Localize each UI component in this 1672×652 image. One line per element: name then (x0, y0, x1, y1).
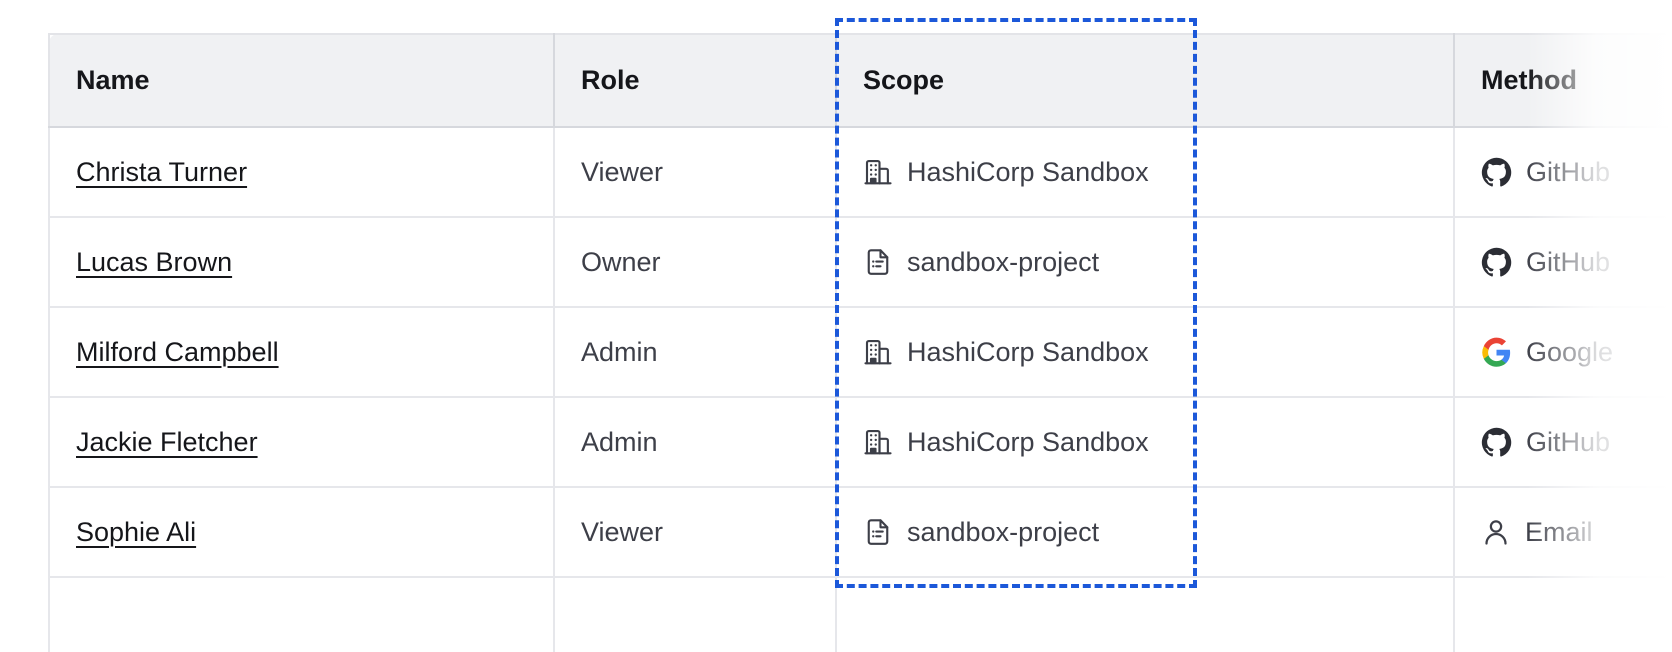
table-header: Name Role Scope Method (48, 33, 1672, 128)
cell-method: Email (1454, 487, 1672, 578)
member-name-link[interactable]: Christa Turner (76, 156, 248, 187)
cell-role: Viewer (554, 127, 837, 218)
role-label: Owner (581, 246, 661, 277)
scope-label: HashiCorp Sandbox (907, 336, 1149, 367)
cell-scope-partial (836, 577, 1455, 652)
org-building-icon (863, 157, 893, 187)
cell-name: Christa Turner (48, 127, 555, 218)
role-label: Viewer (581, 156, 664, 187)
github-icon (1481, 157, 1512, 188)
table-row: Milford Campbell Admin HashiCorp Sandbox Go… (48, 307, 1672, 398)
role-label: Admin (581, 336, 658, 367)
member-name-link[interactable]: Milford Campbell (76, 336, 279, 367)
method-label: GitHub (1526, 426, 1611, 457)
table-row: Christa Turner Viewer HashiCorp Sandbox Git… (48, 127, 1672, 218)
scope-label: HashiCorp Sandbox (907, 156, 1149, 187)
cell-scope: HashiCorp Sandbox (836, 397, 1455, 488)
member-name-link[interactable]: Sophie Ali (76, 516, 197, 547)
column-header-method[interactable]: Method (1454, 33, 1672, 128)
cell-role: Admin (554, 397, 837, 488)
cell-name: Jackie Fletcher (48, 397, 555, 488)
cell-role: Viewer (554, 487, 837, 578)
cell-method: Google (1454, 307, 1672, 398)
cell-name: Lucas Brown (48, 217, 555, 308)
cell-name: Milford Campbell (48, 307, 555, 398)
member-name-link[interactable]: Lucas Brown (76, 246, 233, 277)
cell-role: Admin (554, 307, 837, 398)
role-label: Viewer (581, 516, 664, 547)
method-label: Email (1525, 516, 1593, 547)
method-label: GitHub (1526, 156, 1611, 187)
cell-name: Sophie Ali (48, 487, 555, 578)
table-row: Jackie Fletcher Admin HashiCorp Sandbox Git… (48, 397, 1672, 488)
column-header-role[interactable]: Role (554, 33, 837, 128)
table-header-row: Name Role Scope Method (48, 33, 1672, 128)
google-icon (1481, 337, 1512, 368)
cell-scope: HashiCorp Sandbox (836, 307, 1455, 398)
table-row: Lucas Brown Owner sandbox-project GitHub (48, 217, 1672, 308)
cell-scope: sandbox-project (836, 487, 1455, 578)
member-name-link[interactable]: Jackie Fletcher (76, 426, 258, 457)
table-row: Sophie Ali Viewer sandbox-project Email (48, 487, 1672, 578)
cell-role: Owner (554, 217, 837, 308)
user-person-icon (1481, 517, 1511, 547)
scope-label: sandbox-project (907, 516, 1100, 547)
org-building-icon (863, 337, 893, 367)
table-row-partial (48, 577, 1672, 652)
cell-scope: sandbox-project (836, 217, 1455, 308)
cell-role-partial (554, 577, 837, 652)
method-label: GitHub (1526, 246, 1611, 277)
method-label: Google (1526, 336, 1614, 367)
scope-label: sandbox-project (907, 246, 1100, 277)
cell-method-partial (1454, 577, 1672, 652)
role-label: Admin (581, 426, 658, 457)
project-document-icon (863, 247, 893, 277)
cell-scope: HashiCorp Sandbox (836, 127, 1455, 218)
column-header-scope[interactable]: Scope (836, 33, 1455, 128)
org-building-icon (863, 427, 893, 457)
cell-method: GitHub (1454, 397, 1672, 488)
github-icon (1481, 427, 1512, 458)
cell-name-partial (48, 577, 555, 652)
cell-method: GitHub (1454, 127, 1672, 218)
github-icon (1481, 247, 1512, 278)
column-header-name[interactable]: Name (48, 33, 555, 128)
project-document-icon (863, 517, 893, 547)
cell-method: GitHub (1454, 217, 1672, 308)
scope-label: HashiCorp Sandbox (907, 426, 1149, 457)
